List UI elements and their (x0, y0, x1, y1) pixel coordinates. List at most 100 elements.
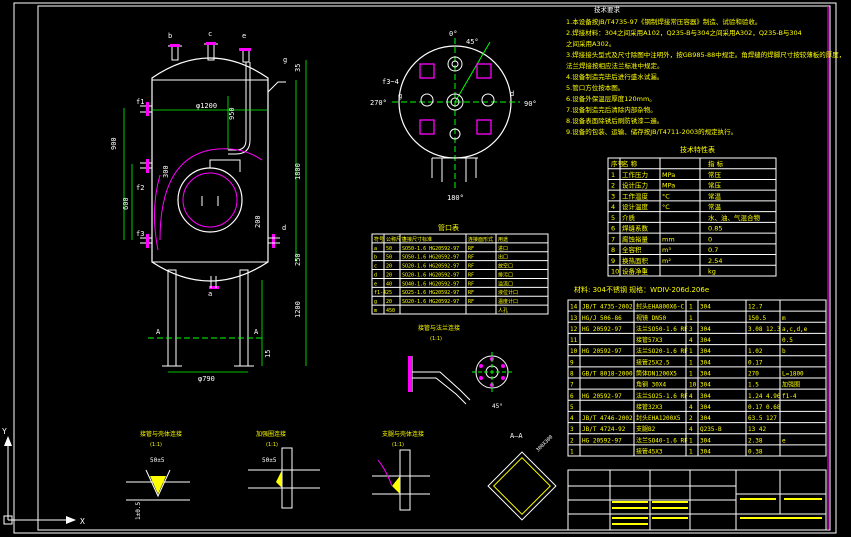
spec-cell: m² (662, 257, 671, 265)
detail-weld-1: 接管与壳体连接 (1:1) 50±5 1±0.5 (126, 430, 190, 520)
parts-rows (568, 310, 826, 446)
parts-cell: 304 (700, 326, 711, 333)
parts-cell: 304 (700, 337, 711, 344)
spec-cell: 全容积 (622, 245, 642, 254)
ucs-y-arrow (4, 436, 12, 446)
nozzle-cell: 溢流口 (498, 280, 513, 287)
spec-cell: kg (708, 268, 716, 276)
nozzle-cell: 出口 (498, 254, 508, 261)
parts-cell: 7 (570, 382, 574, 389)
dim-support-span: φ790 (198, 375, 215, 383)
parts-cell: Q235-B (700, 426, 722, 433)
nozzle-cell: 25 (386, 290, 392, 296)
title-mark-10 (740, 517, 822, 519)
parts-cell: 接管32X3 (636, 403, 663, 411)
parts-cell: 4 (689, 404, 693, 411)
flange-c-mark (206, 42, 216, 45)
dim-shell-width: φ1200 (196, 102, 217, 110)
manhole-inner (182, 172, 238, 228)
detail1-gap: 1±0.5 (135, 502, 142, 520)
tech-req-8: 8.设备表面除锈后刷防锈漆二遍。 (566, 116, 663, 125)
support-legs (162, 269, 254, 367)
parts-cell: 4 (689, 337, 693, 344)
parts-cell: 法兰SO20-1.6 RF (636, 347, 688, 355)
dim-200: 200 (254, 215, 262, 228)
parts-cell: 接管25X2.5 (636, 358, 670, 366)
nozzle-cell: RF (468, 299, 474, 305)
parts-cell: 14 (570, 304, 578, 311)
label-nozzle-g: g (283, 56, 287, 64)
dimension-texts: φ1200 φ790 900 600 300 950 35 1800 200 2… (110, 64, 302, 383)
parts-cell: 304 (700, 371, 711, 378)
spec-cell: 0.7 (708, 246, 718, 254)
nozzle-cell: RF (468, 272, 474, 278)
nozzle-cell: 40 (386, 281, 392, 287)
detail3-rib (399, 449, 411, 511)
parts-cell: 5 (570, 404, 574, 411)
parts-cell: 10 (570, 348, 578, 355)
parts-cell: 支腿B2 (636, 425, 656, 433)
detail2-weld-fill (276, 470, 282, 488)
parts-cell: 0.17 (748, 359, 763, 366)
title-block (567, 469, 827, 531)
parts-cell: 接管57X3 (636, 336, 663, 344)
parts-cell: 1.5 (748, 382, 759, 389)
dim-35: 35 (294, 64, 302, 72)
nozzle-cell: 20 (386, 264, 392, 270)
nozzle-cell: SO20-1.6 HG20592-97 (402, 264, 459, 270)
label-nozzle-a: a (208, 290, 212, 298)
inner-border (37, 5, 831, 531)
parts-cell: 304 (700, 382, 711, 389)
parts-cell: 1 (689, 315, 693, 322)
label-nozzle-d: d (282, 224, 286, 232)
detail3-weld-fill (392, 476, 400, 494)
flange-b-mark (170, 44, 180, 47)
dimension-lines (123, 60, 307, 373)
flange-f3-mark (146, 234, 149, 248)
nozzle-cell: 排污口 (498, 271, 513, 278)
spec-cell: 水、油、气混合物 (708, 213, 761, 222)
spec-cell: 7 (611, 235, 615, 243)
spec-cell: °C (662, 203, 670, 211)
bolt-hole-6 (479, 364, 483, 368)
parts-cell: 0.38 (748, 449, 763, 456)
ucs-icon: Y X (2, 427, 85, 526)
tech-req-7: 7.设备制造完后清除内部杂物。 (566, 105, 657, 114)
spec-cell: 6 (611, 225, 615, 233)
detail4-title: 接管与法兰连接 (418, 324, 460, 332)
flange-a-mark (209, 286, 219, 289)
title-mark-9 (652, 517, 688, 519)
detail4-flange (408, 356, 412, 392)
label-section-a2: A (254, 328, 259, 336)
parts-cell: HG 20592-97 (582, 348, 622, 355)
tech-req-5: 5.管口方位按本图。 (566, 83, 624, 92)
spec-cell: 焊缝系数 (622, 224, 649, 233)
parts-cell: 13 (570, 315, 578, 322)
support-leg-right (239, 269, 249, 367)
design-spec-grid (619, 158, 701, 276)
parts-cell: 角钢 30X4 (636, 381, 666, 389)
nozzle-cell: 温度计口 (498, 298, 518, 305)
parts-heading: 材料: 304不锈钢 规格：WDIV-206d.206e (574, 285, 709, 294)
parts-cell: 304 (700, 415, 711, 422)
parts-cell: 法兰SO25-1.6 RF (636, 392, 688, 400)
tech-req-3: 3.焊接接头型式及尺寸除图中注明外，按GB985-88中规定。角焊缝的焊脚尺寸按… (566, 50, 845, 59)
title-mark-8 (612, 523, 648, 525)
title-block-fill-marks (612, 498, 822, 525)
section-aa-dim: 300X300 (535, 434, 554, 453)
plan-nozzle-left (420, 93, 434, 107)
parts-cell: 筒体DN1200X5 (636, 370, 677, 378)
dim-1000: 950 (228, 107, 236, 120)
spec-cell: 8 (611, 246, 615, 254)
parts-cell: GB/T 8018-2000 (582, 371, 633, 378)
nozzle-cell: d (374, 272, 377, 278)
parts-cell: 304 (700, 437, 711, 444)
parts-cell: 304 (700, 348, 711, 355)
parts-cell: 2.38 (748, 437, 763, 444)
top-nozzles (168, 43, 250, 63)
parts-cell: f1-4 (782, 393, 797, 400)
detail2-title: 加强圈连接 (256, 430, 286, 438)
detail1-angle: 50±5 (150, 457, 165, 464)
